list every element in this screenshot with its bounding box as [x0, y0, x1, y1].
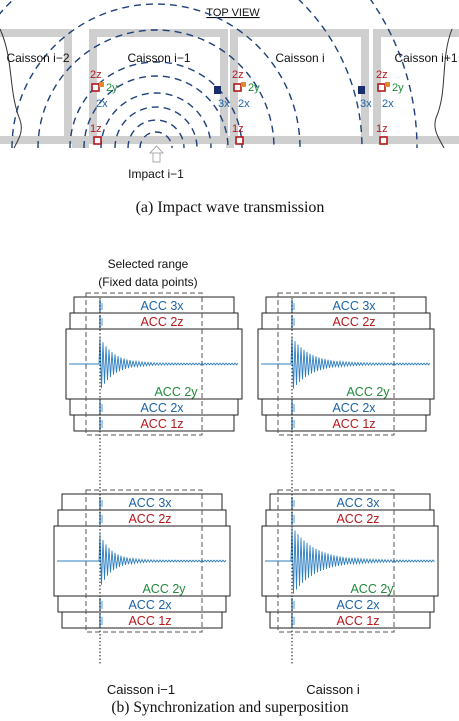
sensor-2y — [99, 82, 104, 87]
svg-text:2y: 2y — [392, 82, 404, 94]
channel-label: ACC 2y — [142, 582, 186, 596]
svg-text:2z: 2z — [232, 69, 244, 81]
top-view-title: TOP VIEW — [206, 7, 260, 19]
caisson-label: Caisson i+1 — [394, 51, 457, 65]
panel-caisson-i-1-upper: ACC 3x ACC 2z ACC 2y ACC 2x ACC 1z — [65, 292, 243, 436]
svg-text:1z: 1z — [376, 123, 388, 135]
impact-wave-arcs — [0, 0, 418, 149]
svg-text:2x: 2x — [96, 98, 108, 110]
panel-caisson-i-upper: ACC 3x ACC 2z ACC 2y ACC 2x ACC 1z — [257, 292, 435, 436]
channel-label: ACC 1z — [332, 417, 375, 431]
break-line-left — [0, 28, 22, 149]
channel-label: ACC 1z — [336, 614, 379, 628]
channel-label: ACC 2x — [336, 598, 380, 612]
panel-caisson-i-1-lower: ACC 3x ACC 2z ACC 2y ACC 2x ACC 1z — [53, 489, 231, 633]
bottom-label-left: Caisson i−1 — [107, 682, 175, 697]
fixed-points-label: (Fixed data points) — [98, 275, 197, 289]
sensor-group-caisson-i+1: 2z 2y 2x 1z — [376, 69, 404, 145]
caption-a: (a) Impact wave transmission — [136, 199, 325, 216]
selected-range-box — [277, 489, 395, 633]
channel-label: ACC 2x — [128, 598, 172, 612]
selected-range-box — [85, 489, 203, 633]
caisson-label: Caisson i — [275, 51, 324, 65]
svg-text:1z: 1z — [232, 123, 244, 135]
selected-range-label: Selected range — [108, 257, 189, 271]
channel-label: ACC 2x — [140, 401, 184, 415]
channel-label: ACC 3x — [128, 496, 172, 510]
svg-text:2z: 2z — [376, 69, 388, 81]
caisson-label: Caisson i−1 — [127, 51, 190, 65]
break-line-right — [434, 28, 453, 149]
svg-text:2y: 2y — [106, 82, 118, 94]
svg-text:2z: 2z — [90, 69, 102, 81]
svg-text:2y: 2y — [248, 82, 260, 94]
svg-text:1z: 1z — [90, 123, 102, 135]
svg-text:3x: 3x — [218, 98, 230, 110]
selected-range-box — [277, 292, 395, 436]
caisson-label: Caisson i−2 — [6, 51, 69, 65]
impact-label: Impact i−1 — [128, 167, 184, 181]
channel-label: ACC 2y — [154, 385, 198, 399]
selected-range-box — [85, 292, 203, 436]
bottom-label-right: Caisson i — [306, 682, 360, 697]
caption-b: (b) Synchronization and superposition — [111, 699, 348, 716]
sensor-group-caisson-i-1: 2z 2y 2x 1z — [90, 69, 118, 145]
channel-label: ACC 3x — [336, 496, 380, 510]
channel-label: ACC 2z — [140, 315, 183, 329]
svg-text:3x: 3x — [360, 98, 372, 110]
channel-label: ACC 2z — [128, 512, 171, 526]
channel-label: ACC 1z — [128, 614, 171, 628]
sensor-group-caisson-i: 2z 2y 2x 1z — [232, 69, 260, 145]
channel-label: ACC 2y — [346, 385, 390, 399]
sensor-3x — [214, 86, 221, 94]
channel-label: ACC 2x — [332, 401, 376, 415]
caisson-structure — [0, 29, 459, 148]
sensor-2z — [91, 83, 100, 92]
channel-label: ACC 2z — [336, 512, 379, 526]
channel-label: ACC 2z — [332, 315, 375, 329]
svg-text:2x: 2x — [382, 98, 394, 110]
channel-label: ACC 3x — [332, 299, 376, 313]
panel-caisson-i-lower: ACC 3x ACC 2z ACC 2y ACC 2x ACC 1z — [261, 489, 439, 633]
sensor-1z — [93, 136, 102, 145]
svg-text:2x: 2x — [238, 98, 250, 110]
channel-label: ACC 3x — [140, 299, 184, 313]
channel-label: ACC 2y — [350, 582, 394, 596]
impact-arrow-icon — [149, 145, 164, 163]
channel-label: ACC 1z — [140, 417, 183, 431]
